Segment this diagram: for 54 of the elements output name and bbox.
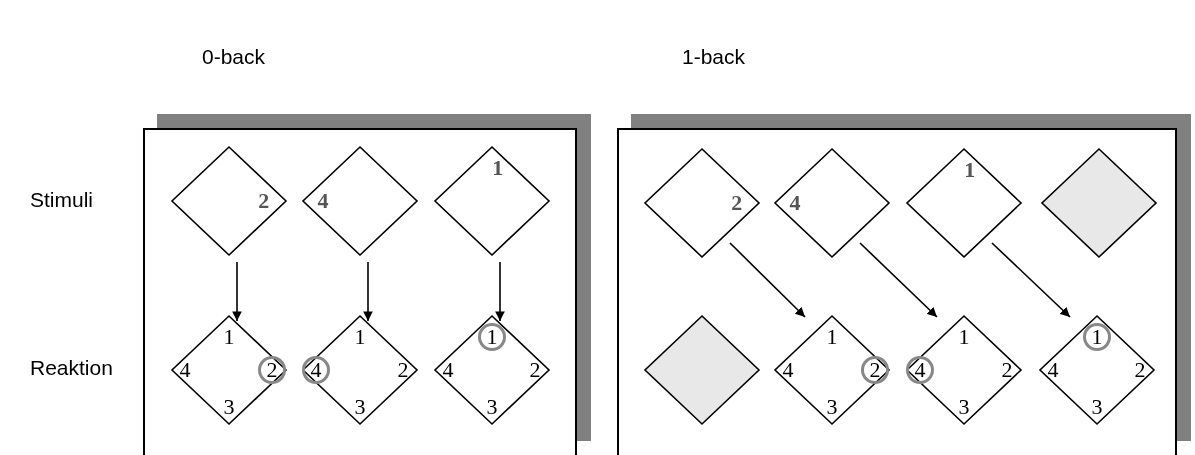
stimulus-diamond bbox=[774, 148, 890, 258]
response-number: 3 bbox=[826, 396, 838, 419]
response-number: 4 bbox=[782, 359, 794, 381]
row-label: Stimuli bbox=[30, 188, 93, 212]
stimulus-diamond bbox=[434, 146, 550, 256]
response-number: 2 bbox=[397, 359, 409, 381]
arrow bbox=[991, 242, 1071, 318]
response-number: 2 bbox=[1001, 359, 1013, 381]
selected-number-circle: 2 bbox=[860, 356, 889, 384]
stimulus-number: 4 bbox=[789, 192, 801, 214]
blank-diamond bbox=[644, 315, 760, 425]
stimulus-number: 2 bbox=[258, 190, 270, 212]
response-number: 4 bbox=[179, 359, 191, 381]
response-diamond bbox=[171, 315, 287, 425]
selected-number-circle: 4 bbox=[905, 356, 934, 384]
response-number: 1 bbox=[223, 326, 235, 348]
selected-number-circle: 2 bbox=[257, 356, 286, 384]
response-diamond bbox=[774, 315, 890, 425]
stimulus-number: 1 bbox=[964, 159, 976, 181]
response-diamond bbox=[434, 315, 550, 425]
response-number: 2 bbox=[529, 359, 541, 381]
stimulus-diamond bbox=[302, 146, 418, 256]
response-number: 2 bbox=[1134, 359, 1146, 381]
response-number: 1 bbox=[826, 326, 838, 348]
response-diamond bbox=[302, 315, 418, 425]
response-diamond bbox=[906, 315, 1022, 425]
stimulus-diamond bbox=[906, 148, 1022, 258]
row-label: Reaktion bbox=[30, 356, 113, 380]
selected-number-circle: 1 bbox=[478, 323, 506, 351]
blank-diamond bbox=[1041, 148, 1157, 258]
arrow bbox=[859, 242, 938, 318]
response-number: 3 bbox=[1091, 396, 1103, 419]
response-number: 1 bbox=[354, 326, 366, 348]
arrow bbox=[495, 261, 505, 322]
panel-heading: 0-back bbox=[202, 45, 266, 69]
response-number: 1 bbox=[958, 326, 970, 348]
stimulus-diamond bbox=[171, 146, 287, 256]
response-diamond bbox=[1039, 315, 1155, 425]
arrow bbox=[729, 242, 806, 318]
stimulus-number: 2 bbox=[731, 192, 743, 214]
response-number: 3 bbox=[354, 396, 366, 419]
response-number: 3 bbox=[223, 396, 235, 419]
stimulus-diamond bbox=[644, 148, 760, 258]
stimulus-number: 1 bbox=[492, 157, 504, 179]
response-number: 4 bbox=[442, 359, 454, 381]
response-number: 3 bbox=[486, 396, 498, 419]
selected-number-circle: 1 bbox=[1083, 323, 1111, 351]
response-number: 4 bbox=[1047, 359, 1059, 381]
stimulus-number: 4 bbox=[317, 190, 329, 212]
response-number: 3 bbox=[958, 396, 970, 419]
selected-number-circle: 4 bbox=[301, 356, 330, 384]
arrow bbox=[232, 261, 242, 322]
arrow bbox=[363, 261, 373, 322]
panel-heading: 1-back bbox=[682, 45, 746, 69]
